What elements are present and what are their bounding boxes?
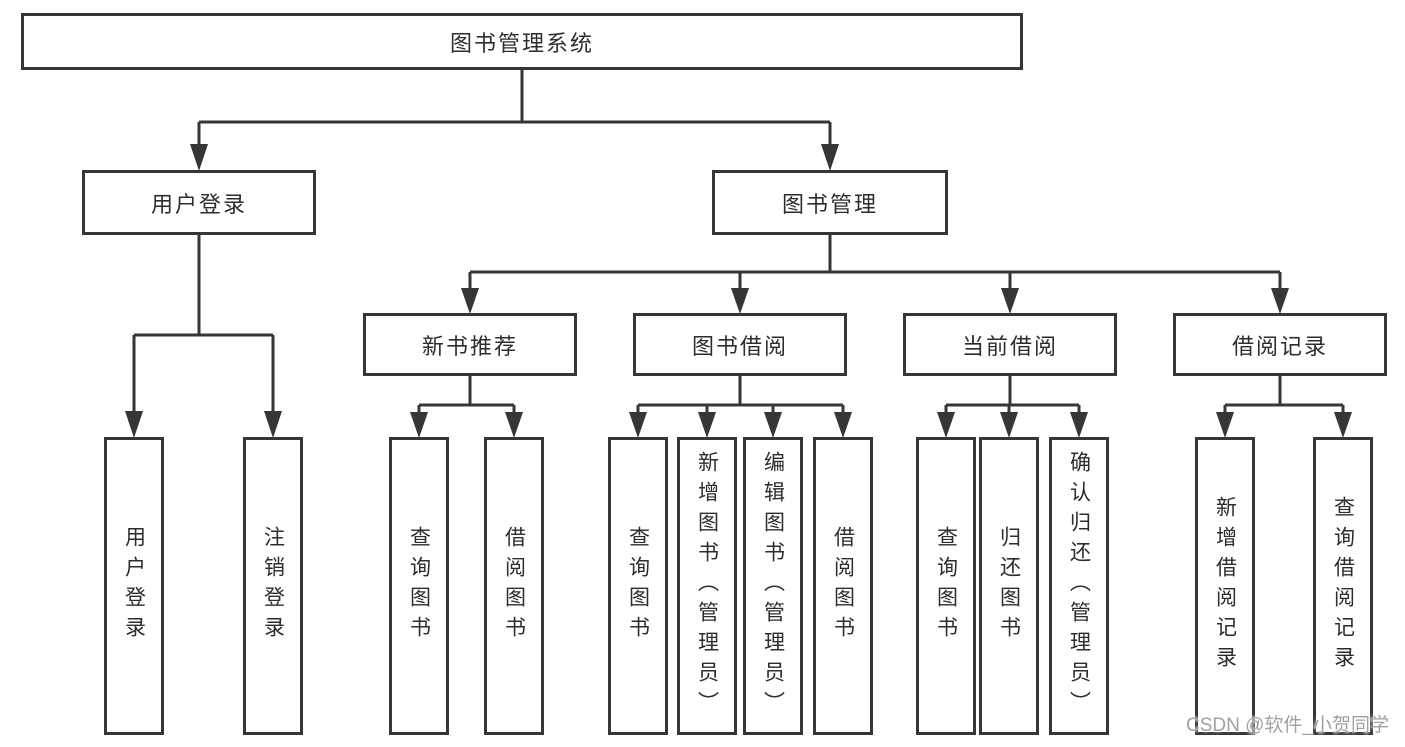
- node-current-borrowing: 当前借阅: [903, 313, 1117, 376]
- leaf-label: 新增图书（管理员）: [695, 451, 719, 721]
- leaf-label: 用户登录: [122, 526, 146, 646]
- node-label: 当前借阅: [961, 333, 1058, 359]
- node-user-login: 用户登录: [82, 170, 316, 235]
- node-label: 图书借阅: [691, 333, 788, 359]
- node-label: 图书管理系统: [449, 30, 594, 56]
- leaf-label: 查询图书: [626, 526, 650, 646]
- leaf-query-books-current: 查询图书: [916, 437, 976, 735]
- csdn-watermark: CSDN @软件_小贺同学: [1186, 715, 1389, 736]
- leaf-query-books-recommend: 查询图书: [389, 437, 449, 735]
- leaf-query-borrow-record: 查询借阅记录: [1313, 437, 1373, 735]
- leaf-confirm-return-admin: 确认归还（管理员）: [1049, 437, 1109, 735]
- leaf-borrow-books: 借阅图书: [813, 437, 873, 735]
- leaf-label: 确认归还（管理员）: [1067, 451, 1091, 721]
- leaf-query-books-borrow: 查询图书: [608, 437, 668, 735]
- leaf-add-books-admin: 新增图书（管理员）: [677, 437, 737, 735]
- leaf-label: 归还图书: [997, 526, 1021, 646]
- node-book-borrowing: 图书借阅: [633, 313, 847, 376]
- leaf-label: 查询图书: [407, 526, 431, 646]
- leaf-add-borrow-record: 新增借阅记录: [1195, 437, 1255, 735]
- leaf-label: 借阅图书: [831, 526, 855, 646]
- node-root-library-management-system: 图书管理系统: [21, 13, 1023, 70]
- leaf-label: 新增借阅记录: [1213, 496, 1237, 676]
- node-label: 借阅记录: [1231, 333, 1328, 359]
- node-book-management: 图书管理: [712, 170, 948, 235]
- leaf-label: 注销登录: [261, 526, 285, 646]
- node-borrowing-records: 借阅记录: [1173, 313, 1387, 376]
- node-label: 图书管理: [781, 191, 878, 217]
- leaf-borrow-books-recommend: 借阅图书: [484, 437, 544, 735]
- leaf-label: 借阅图书: [502, 526, 526, 646]
- node-label: 用户登录: [150, 191, 247, 217]
- node-new-book-recommendation: 新书推荐: [363, 313, 577, 376]
- node-label: 新书推荐: [421, 333, 518, 359]
- leaf-label: 查询图书: [934, 526, 958, 646]
- leaf-return-books: 归还图书: [979, 437, 1039, 735]
- leaf-label: 查询借阅记录: [1331, 496, 1355, 676]
- leaf-logout: 注销登录: [243, 437, 303, 735]
- leaf-user-login: 用户登录: [104, 437, 164, 735]
- leaf-edit-books-admin: 编辑图书（管理员）: [743, 437, 803, 735]
- leaf-label: 编辑图书（管理员）: [761, 451, 785, 721]
